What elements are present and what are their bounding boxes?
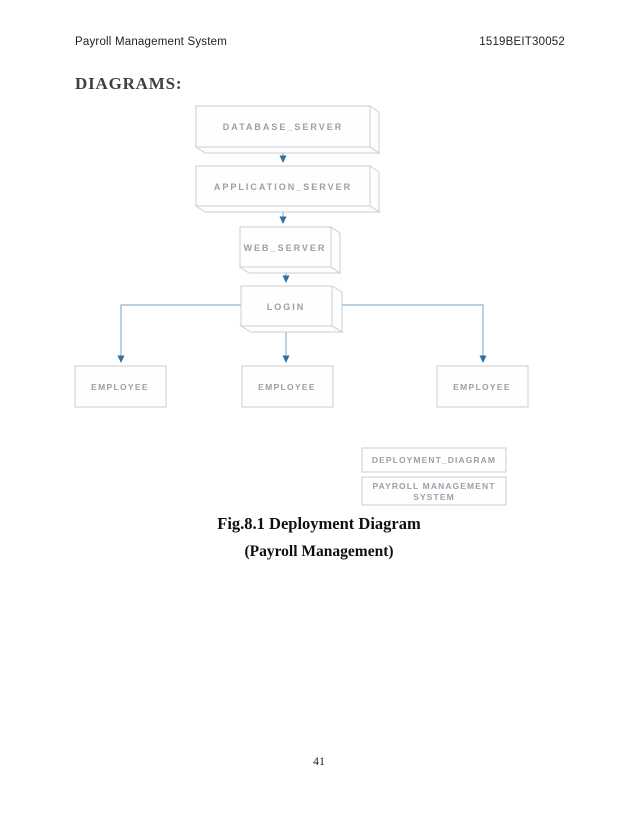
node-face bbox=[195, 105, 371, 148]
node-database-server-label: DATABASE_SERVER bbox=[223, 122, 344, 132]
figure-caption-title: Fig.8.1 Deployment Diagram bbox=[217, 514, 421, 533]
node-side bbox=[330, 226, 341, 274]
node-employee-left-label: EMPLOYEE bbox=[91, 382, 149, 392]
node-web-server-label: WEB_SERVER bbox=[244, 243, 327, 253]
node-face bbox=[240, 285, 333, 327]
node-employee-right-label: EMPLOYEE bbox=[453, 382, 511, 392]
node-login: LOGIN bbox=[239, 285, 344, 333]
node-side bbox=[369, 105, 380, 154]
section-title: DIAGRAMS: bbox=[75, 74, 183, 93]
node-bottom bbox=[194, 205, 381, 213]
legend-box bbox=[361, 447, 507, 473]
figure-caption: Fig.8.1 Deployment Diagram (Payroll Mana… bbox=[0, 514, 638, 561]
node-face bbox=[239, 226, 332, 268]
node-face bbox=[241, 365, 334, 408]
node-face bbox=[436, 365, 529, 408]
node-database-server: DATABASE_SERVER bbox=[194, 105, 381, 154]
legend-payroll-line1: PAYROLL MANAGEMENT bbox=[372, 481, 495, 491]
legend-payroll-line2: SYSTEM bbox=[413, 492, 455, 502]
node-side bbox=[369, 165, 380, 213]
legend-deployment-diagram: DEPLOYMENT_DIAGRAM bbox=[361, 447, 507, 473]
node-login-label: LOGIN bbox=[267, 302, 306, 312]
page-header: Payroll Management System 1519BEIT30052 bbox=[75, 36, 565, 48]
node-bottom bbox=[239, 325, 344, 333]
figure-caption-subtitle: (Payroll Management) bbox=[244, 543, 394, 560]
header-left-title: Payroll Management System bbox=[75, 36, 228, 48]
node-employee-center-label: EMPLOYEE bbox=[258, 382, 316, 392]
node-bottom bbox=[238, 266, 342, 274]
legend-payroll-management-system: PAYROLL MANAGEMENT SYSTEM bbox=[361, 476, 507, 506]
node-employee-left: EMPLOYEE bbox=[74, 365, 167, 408]
legend-box bbox=[361, 476, 507, 506]
node-application-server: APPLICATION_SERVER bbox=[194, 165, 381, 213]
legend-deployment-diagram-label: DEPLOYMENT_DIAGRAM bbox=[372, 455, 496, 465]
edge-login-to-employee-left bbox=[117, 304, 241, 363]
node-employee-right: EMPLOYEE bbox=[436, 365, 529, 408]
node-application-server-label: APPLICATION_SERVER bbox=[214, 182, 352, 192]
node-bottom bbox=[194, 146, 381, 154]
page-number: 41 bbox=[313, 754, 325, 768]
node-face bbox=[195, 165, 371, 207]
diagram-connectors bbox=[117, 153, 487, 363]
node-side bbox=[331, 285, 343, 333]
header-right-id: 1519BEIT30052 bbox=[479, 36, 565, 48]
node-employee-center: EMPLOYEE bbox=[241, 365, 334, 408]
node-face bbox=[74, 365, 167, 408]
edge-login-to-employee-right bbox=[342, 304, 487, 363]
deployment-diagram: DATABASE_SERVER APPLICATION_SERVER WEB_S… bbox=[74, 105, 529, 506]
node-web-server: WEB_SERVER bbox=[238, 226, 342, 274]
